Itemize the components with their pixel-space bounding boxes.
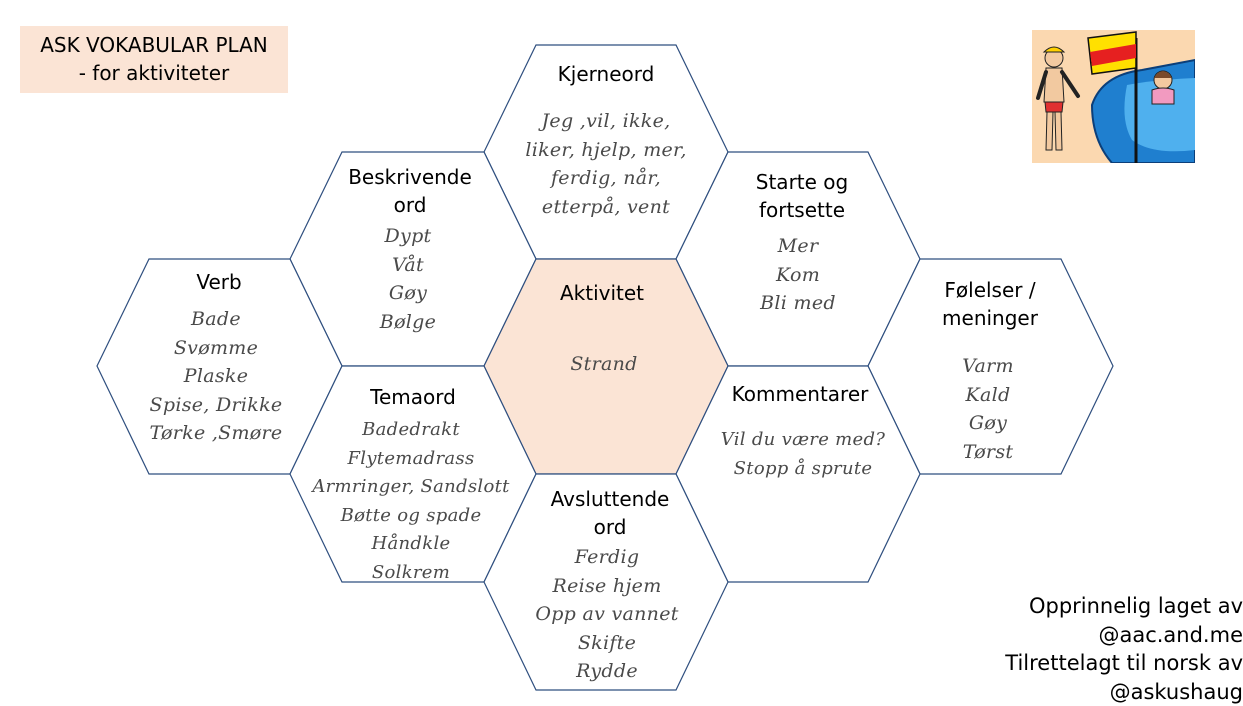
word: Gøy: [962, 409, 1014, 438]
word: Bøtte og spade: [312, 502, 509, 531]
beskrivende-words: Dypt Våt Gøy Bølge: [380, 222, 436, 336]
temaord-words: Badedrakt Flytemadrass Armringer, Sandsl…: [312, 416, 509, 587]
word: Håndkle: [312, 530, 509, 559]
word: Stopp å sprute: [721, 455, 886, 484]
kommentarer-heading: Kommentarer: [732, 380, 869, 408]
verb-heading: Verb: [196, 268, 241, 296]
word: Bli med: [760, 289, 836, 318]
word: Ferdig: [535, 543, 678, 572]
word: Svømme: [150, 334, 283, 363]
folelser-words: Varm Kald Gøy Tørst: [962, 352, 1014, 466]
word: Flytemadrass: [312, 445, 509, 474]
word: Badedrakt: [312, 416, 509, 445]
credit-line: Opprinnelig laget av: [1005, 592, 1243, 621]
aktivitet-heading: Aktivitet: [560, 279, 644, 307]
word: Tørst: [962, 438, 1014, 467]
title-line-2: - for aktiviteter: [20, 59, 288, 87]
word: Dypt: [380, 222, 436, 251]
folelser-heading: Følelser / meninger: [942, 276, 1038, 332]
word: Plaske: [150, 362, 283, 391]
word: Skifte: [535, 629, 678, 658]
starte-heading: Starte og fortsette: [756, 168, 848, 224]
word: Gøy: [380, 279, 436, 308]
temaord-heading: Temaord: [370, 383, 456, 411]
word: Armringer, Sandslott: [312, 473, 509, 502]
word: Våt: [380, 251, 436, 280]
avsluttende-heading: Avsluttende ord: [551, 485, 670, 541]
word: ferdig, når,: [525, 164, 686, 193]
kjerneord-heading: Kjerneord: [558, 60, 655, 88]
word: Rydde: [535, 657, 678, 686]
word: Varm: [962, 352, 1014, 381]
avsluttende-words: Ferdig Reise hjem Opp av vannet Skifte R…: [535, 543, 678, 686]
word: Opp av vannet: [535, 600, 678, 629]
word: Strand: [570, 350, 637, 379]
kjerneord-words: Jeg ,vil, ikke, liker, hjelp, mer, ferdi…: [525, 107, 686, 221]
word: Tørke ,Smøre: [150, 419, 283, 448]
word: Jeg ,vil, ikke,: [525, 107, 686, 136]
word: Spise, Drikke: [150, 391, 283, 420]
title-box: ASK VOKABULAR PLAN - for aktiviteter: [20, 26, 288, 93]
credits: Opprinnelig laget av @aac.and.me Tilrett…: [1005, 592, 1243, 706]
credit-line: Tilrettelagt til norsk av: [1005, 649, 1243, 678]
word: Solkrem: [312, 559, 509, 588]
beach-lifeguard-icon: [1032, 30, 1195, 163]
title-line-1: ASK VOKABULAR PLAN: [20, 31, 288, 59]
word: Bølge: [380, 308, 436, 337]
word: Mer: [760, 232, 836, 261]
kommentarer-words: Vil du være med? Stopp å sprute: [721, 426, 886, 483]
credit-line: @aac.and.me: [1005, 621, 1243, 650]
word: liker, hjelp, mer,: [525, 136, 686, 165]
aktivitet-words: Strand: [570, 350, 637, 379]
verb-words: Bade Svømme Plaske Spise, Drikke Tørke ,…: [150, 305, 283, 448]
word: Bade: [150, 305, 283, 334]
word: Kald: [962, 381, 1014, 410]
word: Vil du være med?: [721, 426, 886, 455]
word: etterpå, vent: [525, 193, 686, 222]
credit-line: @askushaug: [1005, 678, 1243, 706]
word: Reise hjem: [535, 572, 678, 601]
starte-words: Mer Kom Bli med: [760, 232, 836, 318]
beskrivende-heading: Beskrivende ord: [348, 163, 472, 219]
word: Kom: [760, 261, 836, 290]
